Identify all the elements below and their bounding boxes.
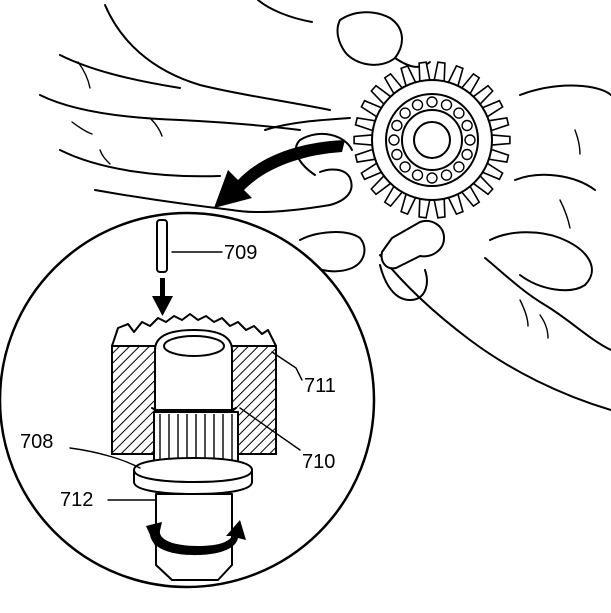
pin-709: [156, 219, 168, 273]
hands-illustration: [39, 0, 611, 411]
housing-711: [111, 345, 277, 455]
callout-711: 711: [304, 375, 336, 397]
bearing-ball: [461, 119, 473, 132]
bearing-ball: [440, 169, 453, 181]
bearing-ball: [426, 96, 438, 108]
detail-view: [0, 211, 376, 589]
bearing-ball: [461, 148, 473, 161]
bearing-balls: [388, 96, 476, 184]
shaft-top: [151, 329, 237, 415]
curved-arrow-icon: [214, 140, 345, 208]
callout-708: 708: [20, 431, 53, 453]
gear-in-hand: [353, 61, 511, 219]
callout-712: 712: [60, 489, 93, 511]
down-arrow-icon: [152, 278, 173, 316]
detail-gear-teeth: [111, 313, 277, 347]
rotate-arrow-icon: [146, 520, 246, 556]
bearing-ball: [426, 172, 438, 184]
callout-709: 709: [224, 242, 257, 264]
bearing-ball: [453, 107, 465, 119]
bearing-ball: [453, 161, 465, 173]
gear-shaft: [380, 220, 445, 270]
bearing-ball: [391, 148, 403, 161]
bearing-ball: [399, 161, 411, 173]
bearing-ball: [464, 134, 476, 146]
bearing-ball: [388, 134, 400, 146]
shaft-712: [155, 493, 233, 581]
bearing-ball: [399, 107, 411, 119]
bearing-ball: [440, 99, 453, 111]
bearing-ball: [411, 169, 424, 181]
callout-labels: 709 711 710 708 712: [20, 242, 336, 511]
bearing-ball: [411, 99, 424, 111]
callout-710: 710: [302, 451, 335, 473]
leader-lines: [69, 251, 303, 501]
bearing-ball: [391, 119, 403, 132]
washer-708: [133, 457, 253, 495]
